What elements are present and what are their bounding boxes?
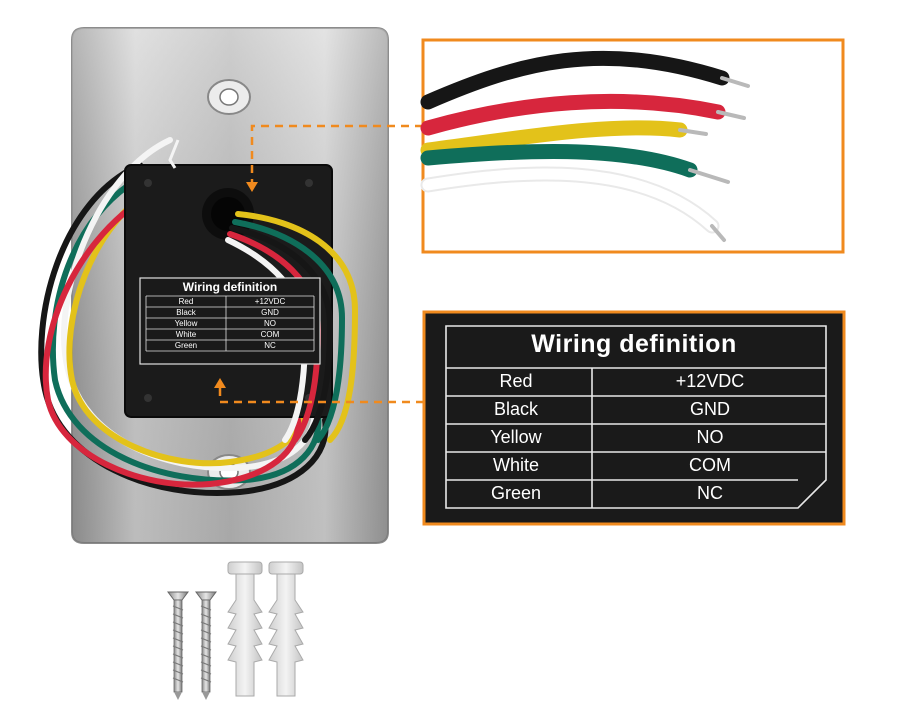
table-row: White COM: [440, 452, 828, 480]
device-label-signal: COM: [260, 330, 280, 339]
small-label-panel: [139, 277, 321, 365]
device-wiring-label: Wiring definition Red +12VDC Black GND Y…: [140, 278, 320, 364]
signal-cell: NO: [696, 427, 724, 447]
wiring-table-title: Wiring definition: [531, 330, 737, 358]
device-label-wire: White: [175, 330, 197, 339]
label-closeup-frame: [422, 310, 846, 526]
table-row: Yellow NO: [440, 424, 828, 452]
wiring-definition-table: Wiring definition Red +12VDC Black GND Y…: [440, 322, 828, 508]
device-label-row: Green NC: [146, 341, 314, 352]
wire-color-cell: Black: [493, 399, 538, 419]
large-label-grid: [445, 325, 827, 509]
device-label-row: White COM: [146, 330, 314, 341]
device-label-signal: NC: [264, 341, 276, 350]
signal-cell: COM: [689, 455, 731, 475]
table-row: Green NC: [440, 480, 828, 508]
device-label-wire: Green: [174, 341, 198, 350]
wire-color-cell: White: [492, 455, 539, 475]
screw-2: [195, 591, 217, 700]
device-label-signal: NO: [264, 319, 276, 328]
leader-arrow-down: [246, 182, 258, 192]
signal-cell: +12VDC: [675, 371, 745, 391]
leader-arrow-up: [214, 378, 226, 388]
wall-anchor-1: [227, 561, 263, 697]
screw-1: [167, 591, 189, 700]
table-row: Red +12VDC: [440, 368, 828, 396]
device-label-row: Yellow NO: [146, 319, 314, 330]
signal-cell: GND: [690, 399, 730, 419]
wire-closeup: [420, 50, 750, 242]
callout-leader-lines: [218, 124, 424, 404]
device-label-signal: GND: [261, 308, 279, 317]
wire-loops: [38, 137, 329, 496]
signal-cell: NC: [697, 483, 723, 503]
wire-color-cell: Yellow: [490, 427, 542, 447]
device-label-wire: Black: [176, 308, 196, 317]
device-label-signal: +12VDC: [254, 297, 286, 306]
device-label-wire: Red: [178, 297, 194, 306]
device-label-wire: Yellow: [174, 319, 198, 328]
wall-anchor-2: [268, 561, 304, 697]
device-label-row: Black GND: [146, 308, 314, 319]
device-label-row: Red +12VDC: [146, 297, 314, 308]
wire-color-cell: Green: [490, 483, 542, 503]
wire-color-cell: Red: [499, 371, 533, 391]
table-row: Black GND: [440, 396, 828, 424]
device-label-title: Wiring definition: [182, 280, 278, 294]
